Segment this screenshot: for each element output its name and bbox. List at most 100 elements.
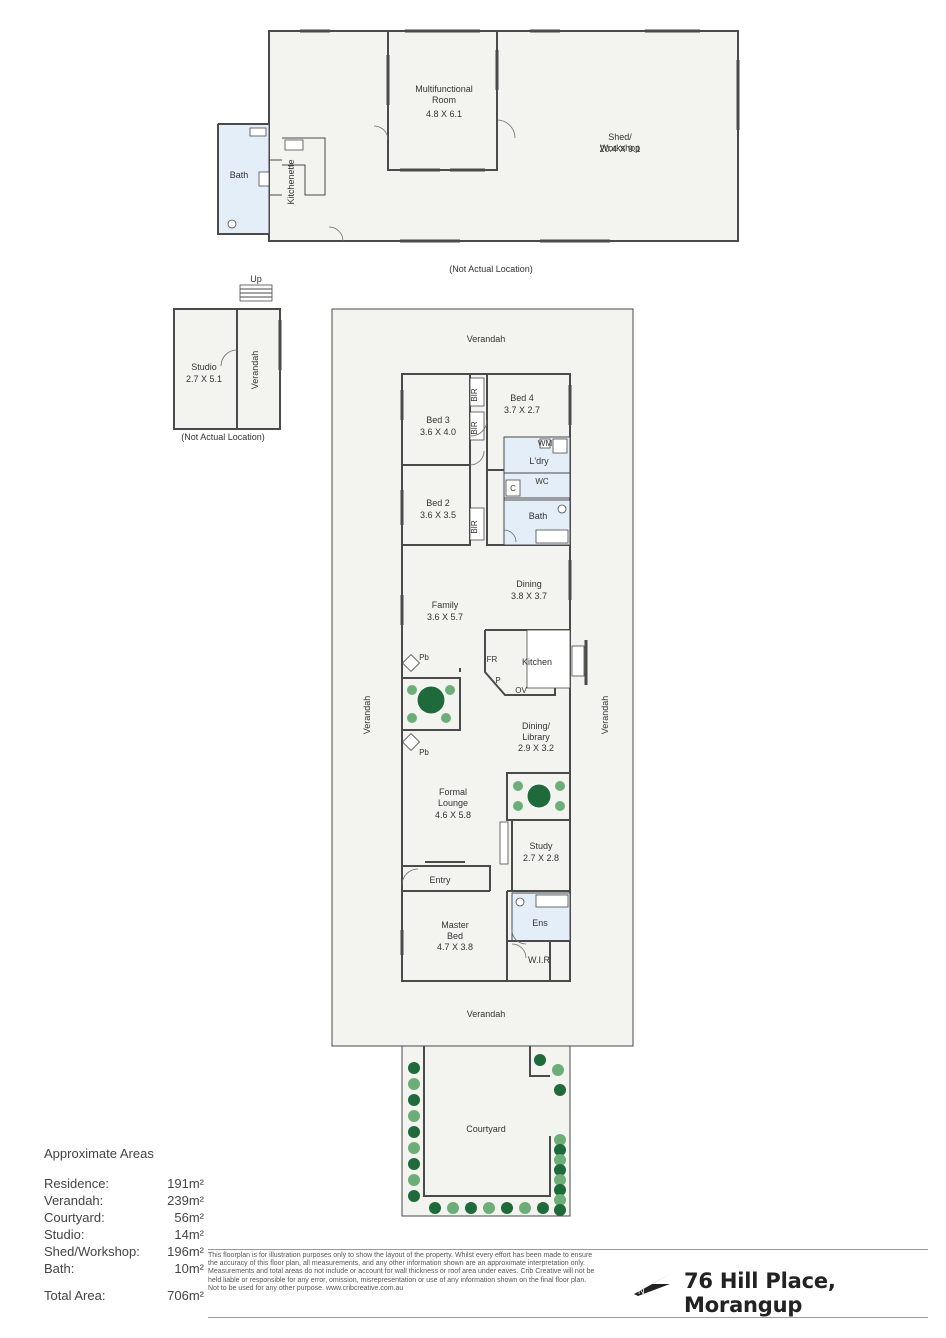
bir-1: BIR (470, 388, 479, 402)
courtyard-tree (408, 1110, 420, 1122)
room-labels: Multifunctional 4.8 X 6.1 Shed/ 20.4 X 9… (181, 84, 640, 1134)
pb-fixtures (401, 653, 421, 752)
multifunctional-name: Multifunctional (415, 84, 473, 94)
courtyard-tree (554, 1194, 566, 1206)
area-value: 56m² (174, 1210, 204, 1225)
main-house (331, 308, 634, 1047)
shed-name: Shed/ (608, 132, 632, 142)
study-name: Study (529, 841, 553, 851)
studio-building (173, 284, 282, 430)
study-size: 2.7 X 2.8 (523, 853, 559, 863)
total-area-value: 706m² (167, 1288, 204, 1303)
area-row: Courtyard:56m² (44, 1209, 204, 1226)
courtyard (401, 1045, 571, 1217)
courtyard-tree (429, 1202, 441, 1214)
courtyard-tree (554, 1174, 566, 1186)
dining-library-name-2: Library (522, 732, 550, 742)
trees-family-well (407, 685, 455, 723)
studio-verandah-name: Verandah (250, 351, 260, 390)
dining-size: 3.8 X 3.7 (511, 591, 547, 601)
oven-label: OV (515, 686, 527, 695)
area-row: Bath: 10m² (44, 1260, 204, 1277)
courtyard-tree (519, 1202, 531, 1214)
disclaimer-text: This floorplan is for illustration purpo… (208, 1252, 595, 1292)
area-value: 239m² (167, 1193, 204, 1208)
courtyard-tree (554, 1184, 566, 1196)
family-name: Family (432, 600, 459, 610)
master-bed-name-2: Bed (447, 931, 463, 941)
footer-rule-top (208, 1249, 928, 1250)
bed3-name: Bed 3 (426, 415, 450, 425)
courtyard-tree (465, 1202, 477, 1214)
cupboard-label: C (510, 484, 516, 493)
bed4-name: Bed 4 (510, 393, 534, 403)
area-label: Residence: (44, 1176, 110, 1191)
fridge-label: FR (487, 655, 498, 664)
pantry-label: P (495, 676, 500, 685)
family-size: 3.6 X 5.7 (427, 612, 463, 622)
verandah-bottom: Verandah (467, 1009, 506, 1019)
area-value: 196m² (167, 1244, 204, 1259)
area-label: Shed/Workshop: (44, 1244, 140, 1259)
wir-name: W.I.R (528, 955, 550, 965)
floor-plan: Multifunctional 4.8 X 6.1 Shed/ 20.4 X 9… (173, 29, 740, 1217)
courtyard-tree (483, 1202, 495, 1214)
area-value: 191m² (167, 1176, 204, 1191)
area-row: Verandah: 239m² (44, 1192, 204, 1209)
courtyard-tree (408, 1062, 420, 1074)
multifunctional-size: 4.8 X 6.1 (426, 109, 462, 119)
courtyard-tree (408, 1078, 420, 1090)
svg-text:Multifunctional: Multifunctional (415, 84, 473, 94)
laundry-name: L'dry (529, 456, 549, 466)
verandah-left: Verandah (362, 696, 372, 735)
courtyard-name: Courtyard (466, 1124, 506, 1134)
area-label: Verandah: (44, 1193, 104, 1208)
courtyard-tree (554, 1154, 566, 1166)
pb-label-1: Pb (419, 653, 429, 662)
bir-3: BIR (470, 520, 479, 534)
area-label: Bath: (44, 1261, 75, 1276)
courtyard-tree (554, 1084, 566, 1096)
shed-building (217, 29, 740, 243)
dining-library-size: 2.9 X 3.2 (518, 743, 554, 753)
multifunctional-name-line2: Room (432, 95, 456, 105)
kitchenette-name: Kitchenette (286, 159, 296, 204)
courtyard-tree (537, 1202, 549, 1214)
bir-2: BIR (470, 421, 479, 435)
entry-name: Entry (429, 875, 451, 885)
pb-label-2: Pb (419, 748, 429, 757)
north-compass-icon: N (634, 1272, 674, 1296)
courtyard-tree (408, 1126, 420, 1138)
courtyard-tree (501, 1202, 513, 1214)
courtyard-tree (408, 1158, 420, 1170)
area-label: Studio: (44, 1227, 85, 1242)
areas-heading: Approximate Areas (44, 1146, 154, 1161)
courtyard-tree (554, 1204, 566, 1216)
area-value: 14m² (174, 1227, 204, 1242)
trees-library-well (513, 781, 565, 811)
studio-size: 2.7 X 5.1 (186, 374, 222, 384)
bed2-name: Bed 2 (426, 498, 450, 508)
footer-rule-bottom (208, 1317, 928, 1318)
property-address: 76 Hill Place, Morangup (684, 1269, 836, 1317)
bath-name: Bath (529, 511, 548, 521)
bath-out-name: Bath (230, 170, 249, 180)
area-row: Studio: 14m² (44, 1226, 204, 1243)
bed3-size: 3.6 X 4.0 (420, 427, 456, 437)
dining-library-name-1: Dining/ (522, 721, 551, 731)
area-row: Residence: 191m² (44, 1175, 204, 1192)
shed-size: 20.4 X 9.1 (599, 144, 640, 154)
area-value: 10m² (174, 1261, 204, 1276)
verandah-top: Verandah (467, 334, 506, 344)
courtyard-tree (552, 1064, 564, 1076)
ensuite-name: Ens (532, 918, 548, 928)
compass-label: N (638, 1286, 645, 1296)
formal-lounge-size: 4.6 X 5.8 (435, 810, 471, 820)
courtyard-tree (534, 1054, 546, 1066)
courtyard-tree (554, 1134, 566, 1146)
dining-name: Dining (516, 579, 542, 589)
courtyard-tree (447, 1202, 459, 1214)
courtyard-tree (554, 1164, 566, 1176)
shed-name-line2: Workshop (600, 143, 640, 153)
bed4-size: 3.7 X 2.7 (504, 405, 540, 415)
